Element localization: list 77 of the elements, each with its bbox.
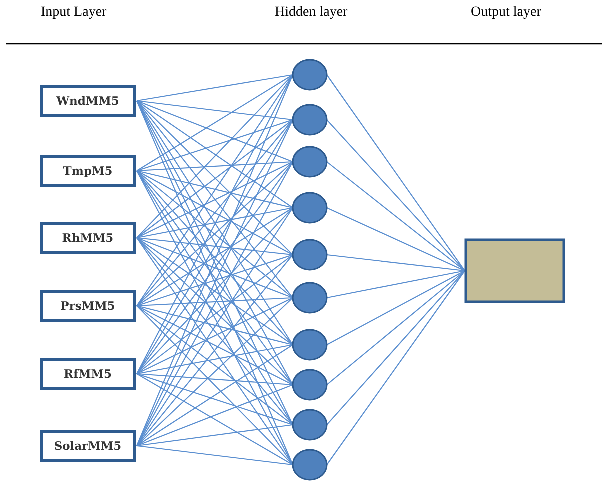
hidden-neuron <box>292 239 328 271</box>
connection-line <box>136 254 294 307</box>
connection-line <box>136 344 294 446</box>
connection-line <box>326 270 466 346</box>
input-box <box>40 222 136 254</box>
connection-line <box>136 373 294 426</box>
connection-line <box>136 238 294 386</box>
layer-heading: Output layer <box>471 5 542 21</box>
connection-line <box>136 100 294 208</box>
hidden-neuron <box>292 329 328 361</box>
connection-line <box>136 298 294 374</box>
input-box <box>40 358 136 390</box>
hidden-neuron <box>292 146 328 178</box>
connection-line <box>326 120 466 272</box>
connection-line <box>136 373 294 386</box>
connection-line <box>136 207 294 239</box>
connection-line <box>136 170 294 256</box>
input-box <box>40 290 136 322</box>
input-box <box>40 430 136 462</box>
connection-line <box>136 161 294 172</box>
connection-line <box>136 445 294 466</box>
layer-heading: Input Layer <box>41 5 107 21</box>
connection-line <box>326 270 466 299</box>
hidden-neuron <box>292 104 328 136</box>
input-label: SolarMM5 <box>54 439 122 453</box>
connection-line <box>326 254 466 272</box>
connection-line <box>136 74 294 102</box>
connection-line <box>136 74 294 172</box>
connection-line <box>326 74 466 272</box>
connection-line <box>136 306 294 426</box>
connection-line <box>326 208 466 272</box>
hidden-neuron <box>292 409 328 441</box>
input-label: RfMM5 <box>64 367 112 381</box>
connection-line <box>136 100 294 121</box>
connection-line <box>136 74 294 238</box>
connection-line <box>136 254 294 446</box>
connection-line <box>136 344 294 375</box>
connection-line <box>136 238 294 346</box>
connection-line <box>136 238 294 466</box>
connection-line <box>136 298 294 446</box>
output-box <box>464 238 566 304</box>
connection-line <box>136 120 294 238</box>
hidden-neuron <box>292 192 328 224</box>
connection-line <box>136 384 294 447</box>
connection-line <box>136 170 294 209</box>
input-box <box>40 155 136 187</box>
connection-line <box>136 306 294 386</box>
connection-line <box>136 424 294 447</box>
connection-line <box>136 208 294 374</box>
connection-line <box>136 305 294 346</box>
connection-line <box>326 270 466 426</box>
connection-line <box>136 208 294 306</box>
connection-line <box>136 374 294 466</box>
connection-line <box>136 297 294 307</box>
connection-line <box>136 119 294 172</box>
connection-line <box>326 162 466 272</box>
connection-line <box>136 237 294 256</box>
connection-line <box>326 270 466 466</box>
input-box <box>40 85 136 117</box>
hidden-neuron <box>292 59 328 91</box>
connection-line <box>136 254 294 374</box>
layer-heading: Hidden layer <box>275 5 348 21</box>
hidden-neuron <box>292 369 328 401</box>
connection-line <box>136 306 294 466</box>
input-label: WndMM5 <box>56 94 120 108</box>
hidden-neuron <box>292 282 328 314</box>
connection-line <box>136 100 294 256</box>
input-label: PrsMM5 <box>60 299 116 313</box>
connection-line <box>326 270 466 386</box>
connection-line <box>136 100 294 163</box>
connection-line <box>136 237 294 299</box>
hidden-neuron <box>292 449 328 481</box>
input-label: RhMM5 <box>62 231 114 245</box>
connection-line <box>136 162 294 238</box>
connection-line <box>136 170 294 346</box>
connection-line <box>136 238 294 426</box>
input-label: TmpM5 <box>63 164 113 178</box>
